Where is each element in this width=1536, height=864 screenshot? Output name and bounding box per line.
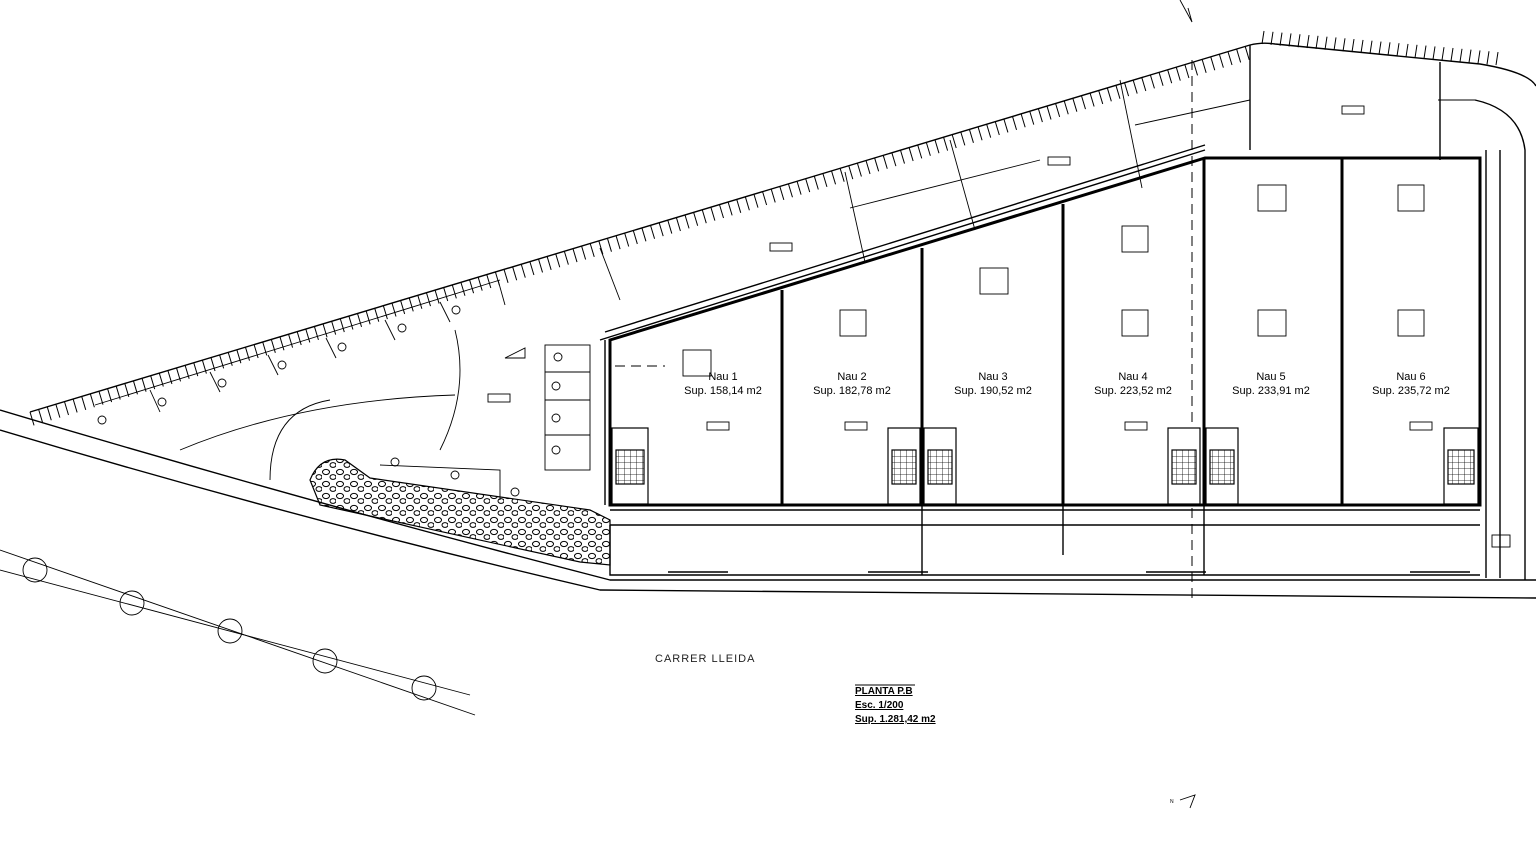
unit-name: Nau 5 [1256, 371, 1285, 383]
toilet-blocks [611, 427, 1479, 505]
unit-area: Sup. 182,78 m2 [813, 385, 891, 397]
building-outline [604, 60, 1501, 600]
entry-steps [544, 344, 591, 471]
unit-name: Nau 4 [1118, 371, 1147, 383]
skylights [682, 184, 1425, 377]
parking-area [94, 279, 520, 500]
unit-area: Sup. 190,52 m2 [954, 385, 1032, 397]
plan-surface: Sup. 1.281,42 m2 [855, 714, 936, 725]
access-road [497, 45, 1526, 580]
unit-area: Sup. 233,91 m2 [1232, 385, 1310, 397]
unit-labels: Nau 1 Sup. 158,14 m2 Nau 2 Sup. 182,78 m… [684, 371, 1450, 397]
unit-area: Sup. 158,14 m2 [684, 385, 762, 397]
unit-area: Sup. 223,52 m2 [1094, 385, 1172, 397]
dimension-labels [487, 105, 1511, 686]
stone-retaining-wall [309, 458, 611, 566]
unit-name: Nau 1 [708, 371, 737, 383]
unit-name: Nau 6 [1396, 371, 1425, 383]
street-label: CARRER LLEIDA [655, 653, 755, 665]
plan-scale: Esc. 1/200 [855, 700, 904, 711]
plan-title-block: PLANTA P.B Esc. 1/200 Sup. 1.281,42 m2 [855, 686, 936, 725]
unit-name: Nau 2 [837, 371, 866, 383]
unit-area: Sup. 235,72 m2 [1372, 385, 1450, 397]
site-boundary-embankment [29, 30, 1536, 426]
street-lines [0, 409, 1536, 716]
north-label: N [1170, 799, 1174, 805]
plan-title: PLANTA P.B [855, 686, 913, 697]
unit-name: Nau 3 [978, 371, 1007, 383]
section-marker-icon [504, 347, 526, 359]
north-arrow-icon: N [1170, 0, 1196, 809]
unit-partitions [780, 158, 1344, 575]
